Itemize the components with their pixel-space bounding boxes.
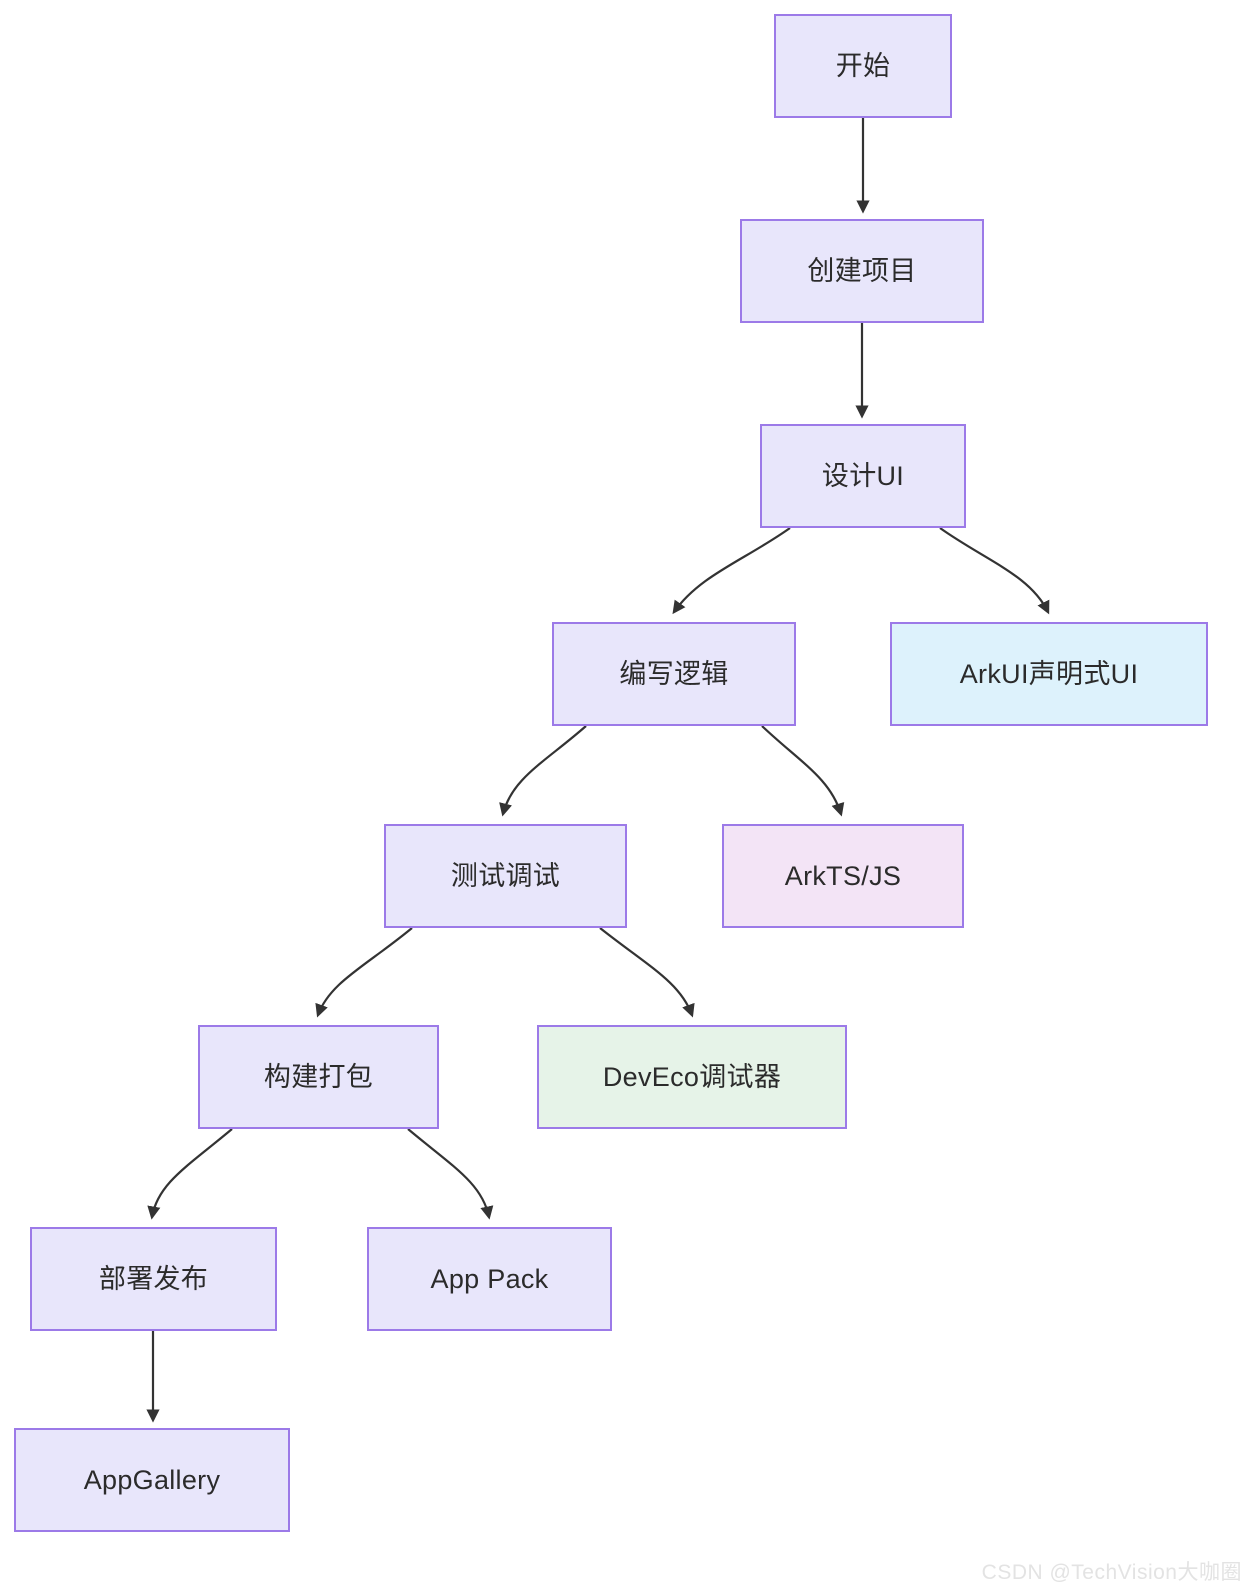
node-label: AppGallery: [83, 1464, 221, 1495]
node-label: 部署发布: [98, 1263, 209, 1294]
node-create-project[interactable]: 创建项目: [740, 219, 984, 323]
node-deveco-debugger[interactable]: DevEco调试器: [537, 1025, 847, 1129]
node-label: 创建项目: [807, 255, 917, 286]
node-label: 测试调试: [450, 860, 561, 891]
node-write-logic[interactable]: 编写逻辑: [552, 622, 796, 726]
edge-test-build: [315, 927, 413, 1018]
node-start[interactable]: 开始: [774, 14, 952, 118]
node-test-debug[interactable]: 测试调试: [384, 824, 627, 928]
node-label: DevEco调试器: [602, 1061, 782, 1092]
watermark: CSDN @TechVision大咖圈: [981, 1561, 1242, 1584]
node-label: ArkTS/JS: [784, 860, 902, 891]
edge-design-arkui: [939, 527, 1050, 615]
node-label: 构建打包: [263, 1061, 374, 1092]
edge-test-deveco: [599, 927, 695, 1018]
node-arkts-js[interactable]: ArkTS/JS: [722, 824, 964, 928]
edge-logic-arkts: [761, 725, 845, 817]
node-appgallery[interactable]: AppGallery: [14, 1428, 290, 1532]
node-arkui-declarative-ui[interactable]: ArkUI声明式UI: [890, 622, 1208, 726]
node-label: ArkUI声明式UI: [959, 658, 1139, 689]
edge-design-logic: [672, 527, 791, 615]
edge-build-apppack: [407, 1128, 494, 1220]
node-label: 编写逻辑: [619, 658, 729, 689]
edge-build-deploy: [147, 1128, 233, 1220]
node-label: App Pack: [430, 1263, 549, 1294]
node-app-pack[interactable]: App Pack: [367, 1227, 612, 1331]
node-build-package[interactable]: 构建打包: [198, 1025, 439, 1129]
node-deploy-release[interactable]: 部署发布: [30, 1227, 277, 1331]
node-label: 设计UI: [821, 460, 905, 491]
node-design-ui[interactable]: 设计UI: [760, 424, 966, 528]
node-label: 开始: [835, 50, 891, 81]
edge-logic-test: [499, 725, 587, 817]
